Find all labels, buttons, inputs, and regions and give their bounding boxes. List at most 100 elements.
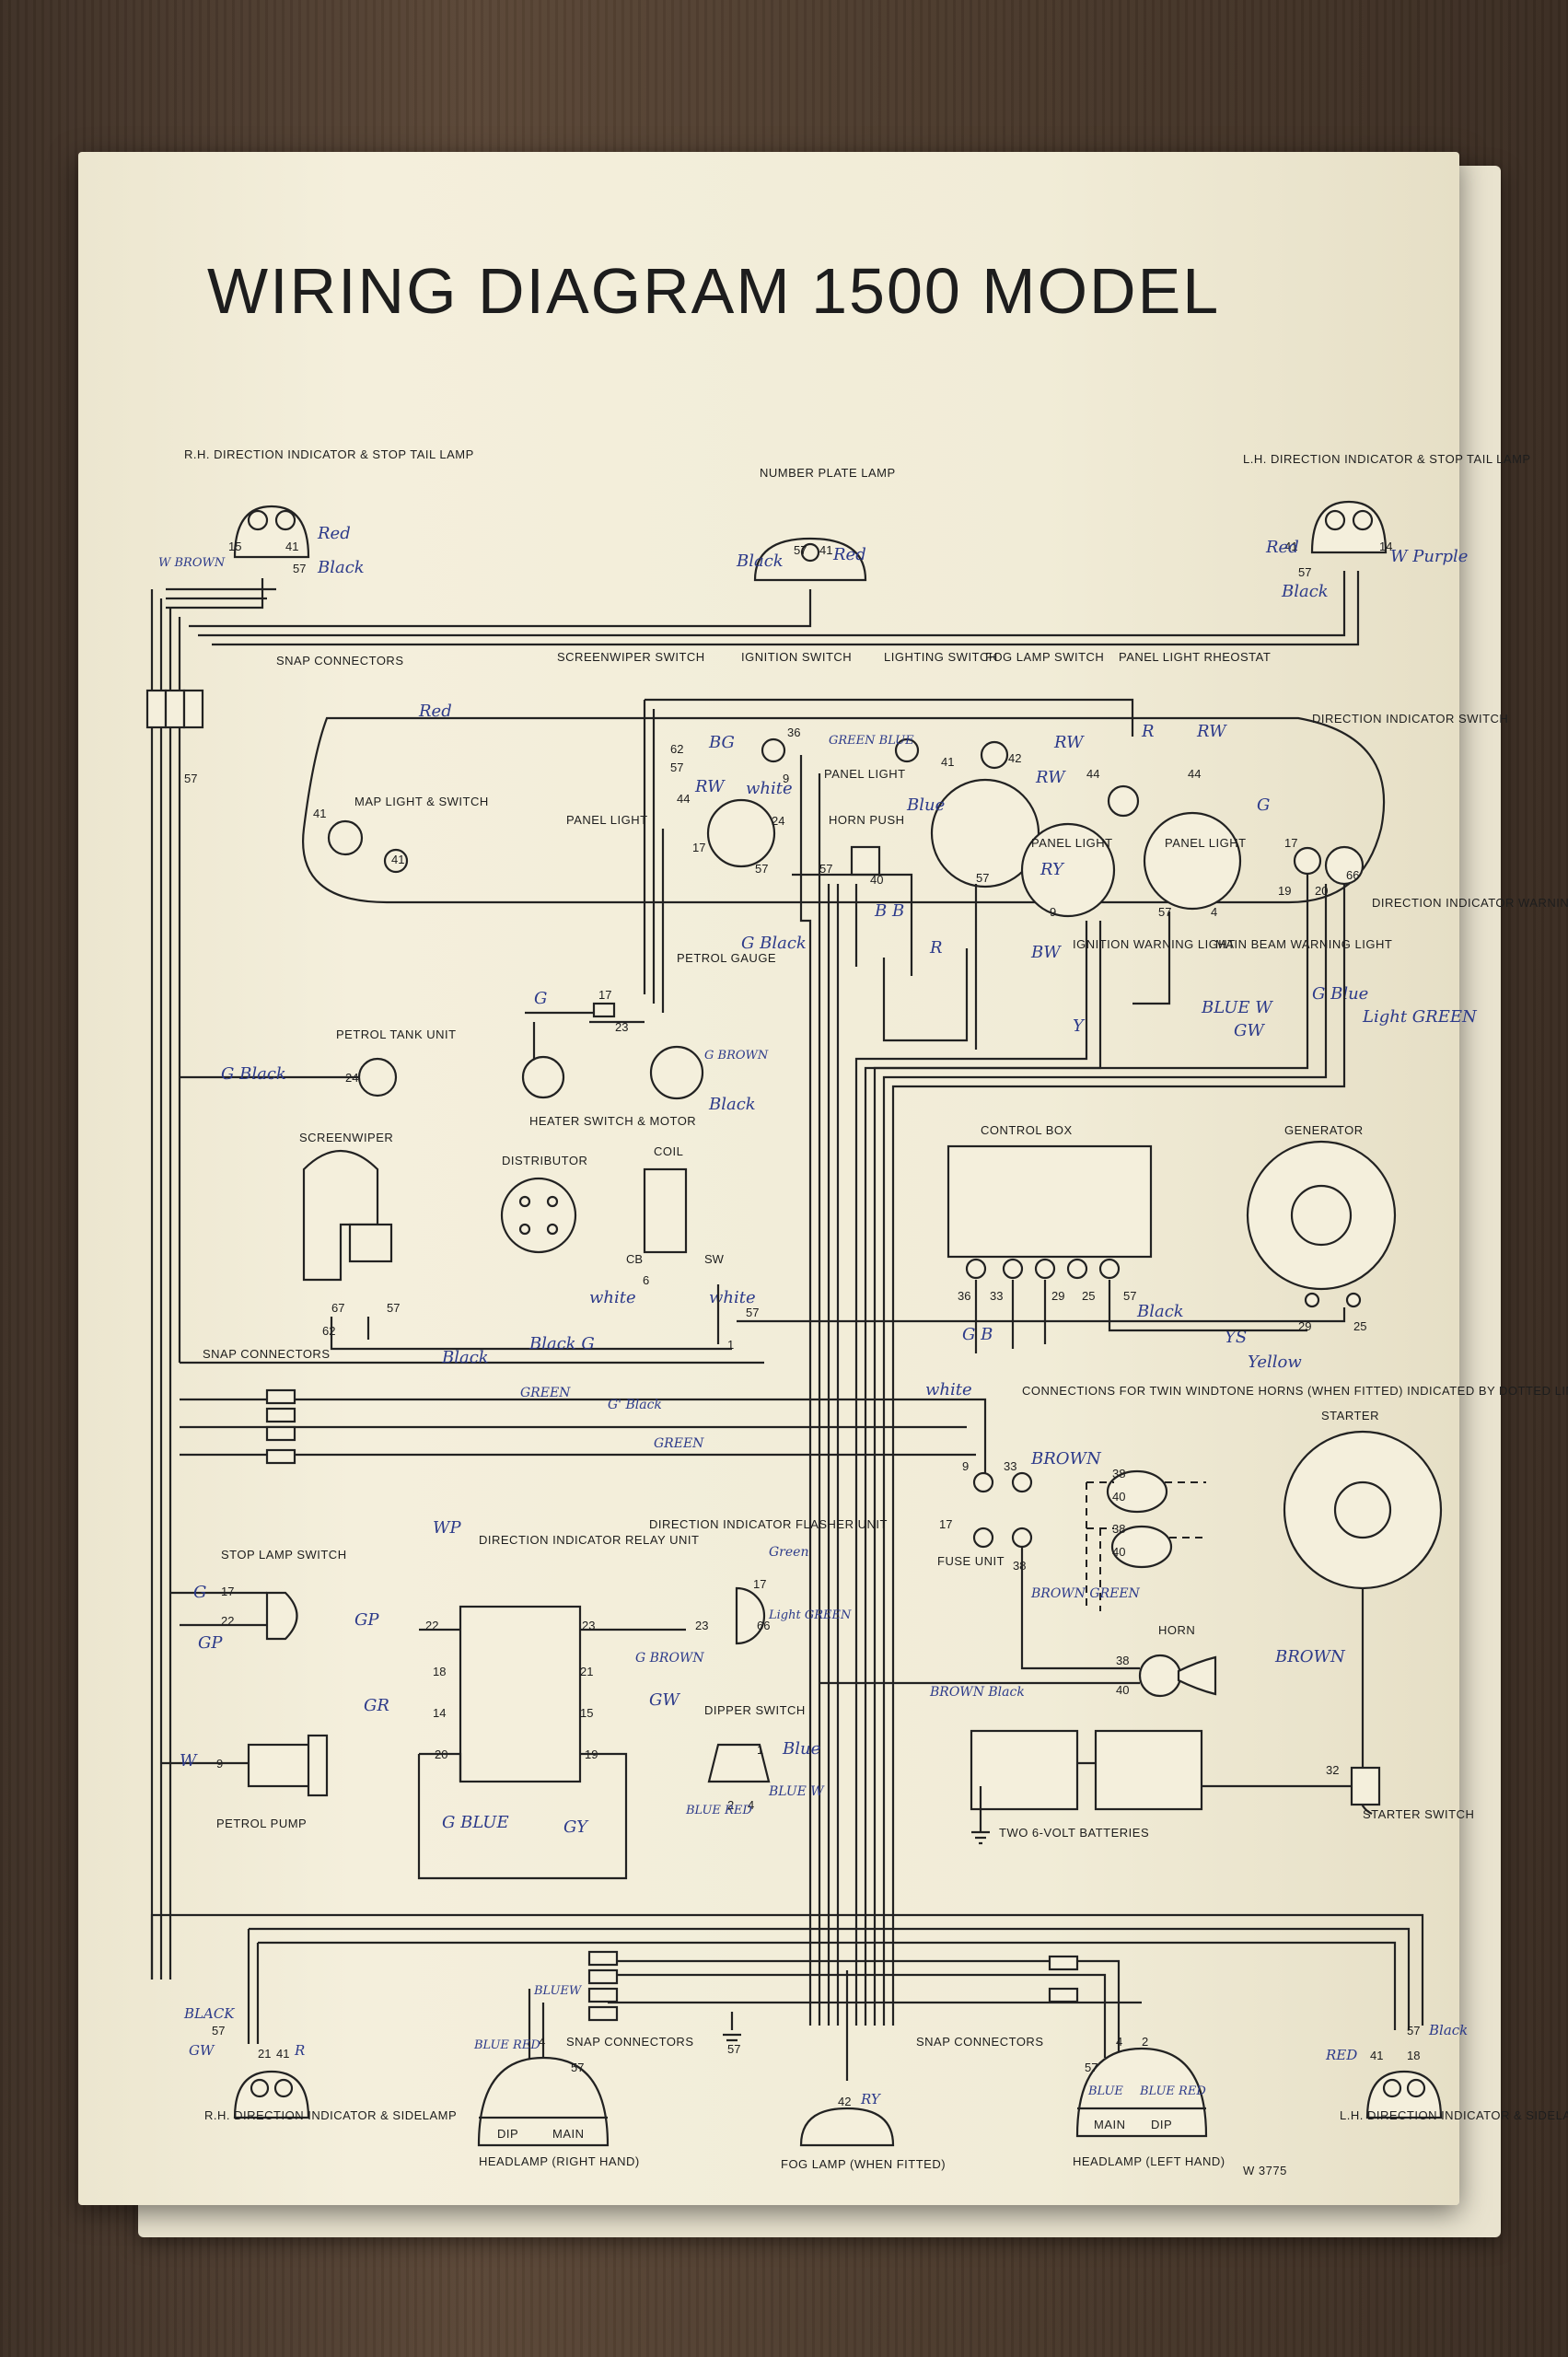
stop-lamp-switch: 17 22 <box>170 1585 298 1641</box>
label-ignition-warning-light: IGNITION WARNING LIGHT <box>1073 937 1236 951</box>
label-ignition-switch: IGNITION SWITCH <box>741 650 852 664</box>
dashboard-wiring <box>643 698 1346 2026</box>
lh-side-term-18: 18 <box>1407 2049 1420 2062</box>
hand-ys: YS <box>1225 1328 1247 1347</box>
label-petrol-pump: PETROL PUMP <box>216 1817 307 1830</box>
relay-term-14: 14 <box>433 1706 446 1720</box>
label-stop-lamp-switch: STOP LAMP SWITCH <box>221 1548 347 1562</box>
horn-term-40: 40 <box>870 873 883 887</box>
hand-rw-1: RW <box>694 777 726 796</box>
hand-gblue-2: G BLUE <box>442 1813 509 1832</box>
rear-harness: 57 <box>145 571 1360 1980</box>
label-main-beam-warning-light: MAIN BEAM WARNING LIGHT <box>1215 937 1392 951</box>
drawing-reference: W 3775 <box>1243 2164 1287 2177</box>
stop-term-17: 17 <box>221 1585 234 1598</box>
cb-term-25: 25 <box>1082 1289 1095 1303</box>
hand-black-6: Black <box>1136 1302 1184 1321</box>
hand-red-4: Red <box>418 702 452 721</box>
lh-tail-term-14: 14 <box>1379 540 1392 553</box>
petrol-pump: 9 <box>161 1734 329 1797</box>
rh-headlamp: DIP MAIN 4 57 <box>477 2035 610 2147</box>
coil-term-cb: CB <box>626 1252 643 1266</box>
flasher-term-23: 23 <box>695 1619 708 1632</box>
hand-gb: G B <box>962 1325 993 1344</box>
cb-term-57: 57 <box>1123 1289 1136 1303</box>
dipper-term-1: 1 <box>757 1743 763 1757</box>
lh-headlamp-main: MAIN <box>1094 2118 1126 2131</box>
pl-term-57: 57 <box>976 871 989 885</box>
relay-term-15: 15 <box>580 1706 593 1720</box>
label-direction-indicator-switch: DIRECTION INDICATOR SWITCH <box>1312 712 1508 726</box>
hand-r-1: R <box>929 938 943 958</box>
label-map-light: MAP LIGHT & SWITCH <box>354 795 489 808</box>
hand-g-4: G <box>193 1583 206 1602</box>
rh-tail-term-57: 57 <box>293 562 306 575</box>
hand-red-2: Red <box>832 545 866 564</box>
hand-blue-2: Blue <box>782 1739 820 1759</box>
hand-gblack-1: G Black <box>741 934 807 953</box>
label-rh-stop-tail: R.H. DIRECTION INDICATOR & STOP TAIL LAM… <box>184 447 474 461</box>
lh-tail-term-41: 41 <box>1284 540 1297 553</box>
label-snap-connectors-bot-right: SNAP CONNECTORS <box>916 2035 1044 2049</box>
hand-blue-w-2: BLUE W <box>768 1784 825 1799</box>
flasher-term-17: 17 <box>753 1577 766 1591</box>
rh-side-term-21: 21 <box>258 2047 271 2061</box>
label-distributor: DISTRIBUTOR <box>502 1154 587 1167</box>
hand-ry: RY <box>1040 860 1065 879</box>
lh-sidelamp: 41 18 57 <box>1365 2024 1443 2119</box>
mid-term-57: 57 <box>746 1306 759 1319</box>
gauge-term-24: 24 <box>772 814 784 828</box>
middle-wiring <box>180 1280 1346 1473</box>
label-panel-light-a: PANEL LIGHT <box>1031 836 1113 850</box>
horn-term-40: 40 <box>1116 1683 1129 1697</box>
sw-term-62: 62 <box>670 742 683 756</box>
hand-black-5: Black <box>441 1348 489 1367</box>
label-panel-light-rheostat: PANEL LIGHT RHEOSTAT <box>1119 650 1271 664</box>
coil-term-sw: SW <box>704 1252 725 1266</box>
label-horn: HORN <box>1158 1623 1195 1637</box>
lh-side-term-57: 57 <box>1407 2024 1420 2038</box>
fog-lamp: 42 <box>799 2095 895 2147</box>
label-lh-sidelamp: L.H. DIRECTION INDICATOR & SIDELAMP <box>1340 2108 1568 2122</box>
hand-red-5: RED <box>1325 2047 1357 2063</box>
rh-side-term-41: 41 <box>276 2047 289 2061</box>
np-term-41: 41 <box>819 543 832 557</box>
hand-green-2: GREEN <box>654 1436 704 1451</box>
gen-term-25: 25 <box>1353 1319 1366 1333</box>
label-snap-connectors-bot-left: SNAP CONNECTORS <box>566 2035 694 2049</box>
cb-term-29: 29 <box>1051 1289 1064 1303</box>
diagram-title: WIRING DIAGRAM 1500 MODEL <box>207 255 1220 327</box>
hand-yellow: Yellow <box>1248 1353 1302 1372</box>
label-starter-switch: STARTER SWITCH <box>1363 1807 1474 1821</box>
label-snap-connectors-mid: SNAP CONNECTORS <box>203 1347 331 1361</box>
hand-brown-1: BROWN <box>1030 1449 1102 1469</box>
hand-bluew-3: BLUEW <box>533 1984 583 1998</box>
hand-red-1: Red <box>317 524 351 543</box>
fuse-term-9: 9 <box>962 1459 969 1473</box>
label-panel-light-left: PANEL LIGHT <box>566 813 648 827</box>
hand-g-2: G <box>534 989 547 1008</box>
cb-term-33: 33 <box>990 1289 1003 1303</box>
fuse-unit: 9 33 17 38 <box>939 1459 1033 1573</box>
hand-bb: B B <box>874 901 904 921</box>
label-starter: STARTER <box>1321 1409 1379 1422</box>
ignition-coil: CB SW 6 <box>626 1167 725 1287</box>
number-plate-lamp: 57 41 <box>753 537 867 582</box>
horn-term-38: 38 <box>1116 1654 1129 1667</box>
hand-gblack-3: G' Black <box>608 1398 662 1412</box>
front-harness: 57 <box>150 1913 1424 2081</box>
label-fog-lamp: FOG LAMP (WHEN FITTED) <box>781 2157 946 2171</box>
label-generator: GENERATOR <box>1284 1123 1364 1137</box>
label-fuse-unit: FUSE UNIT <box>937 1554 1005 1568</box>
lh-head-term-2: 2 <box>1142 2035 1148 2049</box>
map-term-41b: 41 <box>391 853 404 866</box>
hand-black-4: Black <box>708 1095 756 1114</box>
label-horn-push: HORN PUSH <box>829 813 905 827</box>
rh-tail-term-41: 41 <box>285 540 298 553</box>
lh-side-term-41: 41 <box>1370 2049 1383 2062</box>
label-lighting-switch: LIGHTING SWITCH <box>884 650 998 664</box>
di-term-66: 66 <box>1346 868 1359 882</box>
windtone-horns: 38 40 38 40 <box>1086 1467 1206 1611</box>
lh-head-term-4: 4 <box>1116 2035 1122 2049</box>
dipper-term-2: 2 <box>727 1798 734 1812</box>
